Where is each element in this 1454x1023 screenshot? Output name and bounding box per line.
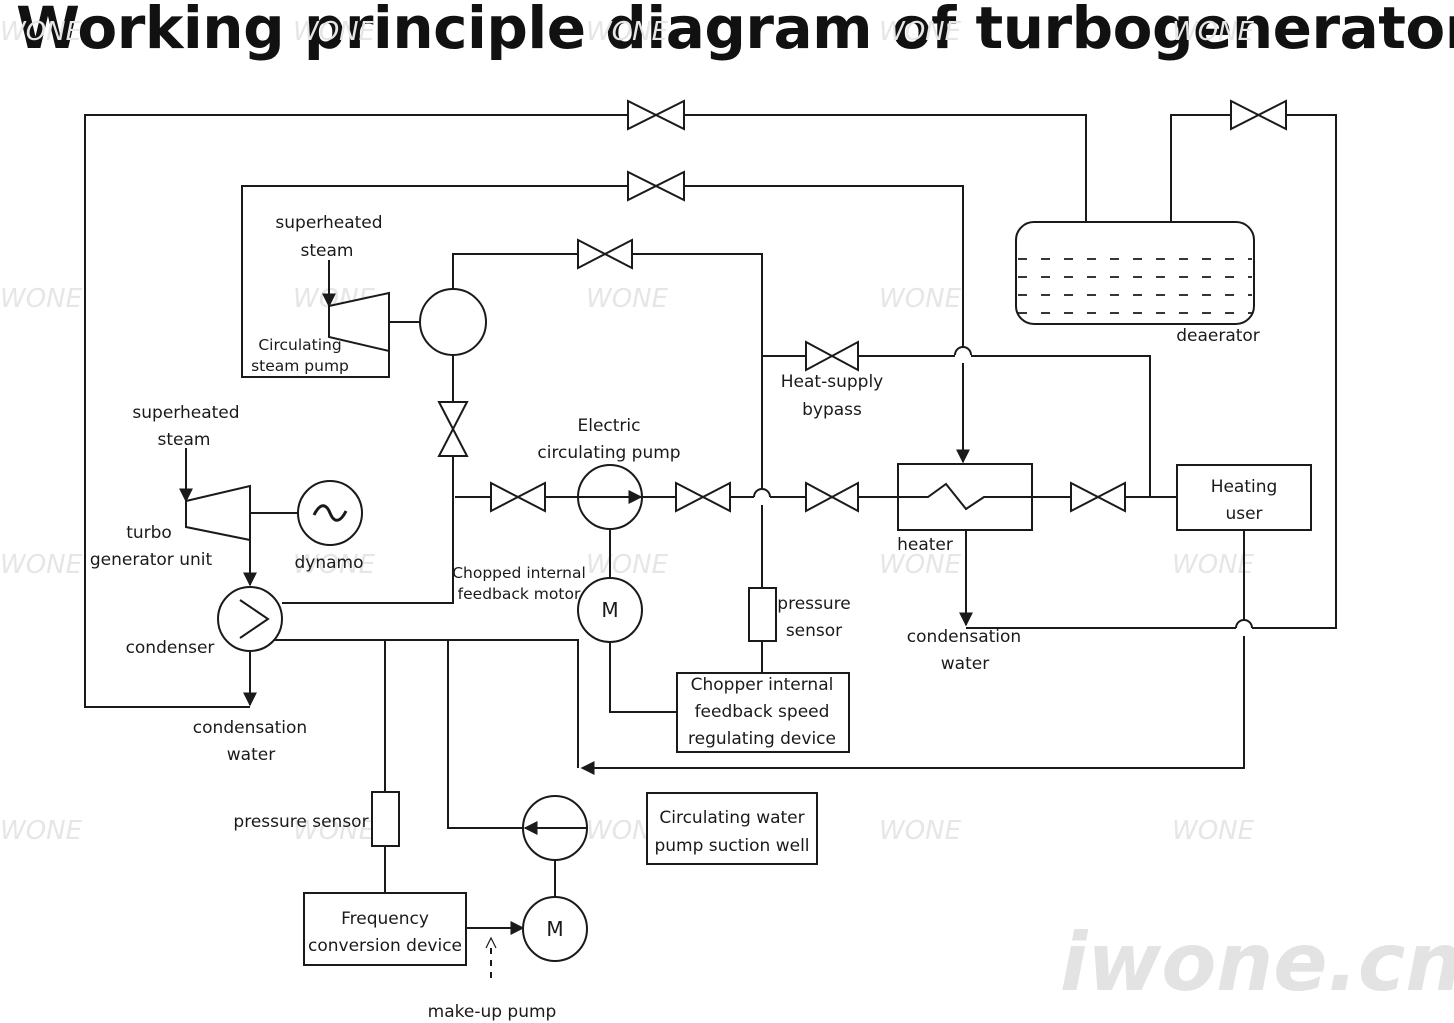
label-superheated-steam-1: superheated (275, 213, 382, 233)
watermark: WONE (0, 550, 83, 580)
watermark: WONE (0, 284, 83, 314)
label-chopped-motor: feedback motor (458, 585, 581, 603)
label-frequency-device: conversion device (308, 936, 462, 956)
motor-label-1: M (601, 598, 618, 622)
watermark: WONE (0, 17, 83, 47)
valve-main-3 (805, 481, 859, 513)
suction-well-box (646, 792, 818, 865)
label-pressure-sensor-2: pressure sensor (233, 812, 368, 832)
condenser-circle (217, 586, 283, 652)
label-dynamo: dynamo (294, 553, 363, 573)
deaerator-tank (1015, 221, 1255, 325)
watermark: WONE (586, 550, 669, 580)
valve-deaerator (1230, 99, 1287, 131)
label-chopped-motor: Chopped internal (452, 564, 586, 582)
pressure-sensor-lower (371, 791, 400, 847)
heater-coil-icon (898, 482, 1032, 511)
label-electric-pump: Electric (578, 416, 641, 436)
motor-circle-2 (522, 896, 588, 962)
watermark: WONE (1172, 17, 1255, 47)
condenser-coil-icon (239, 599, 270, 639)
label-condensation-water-1: condensation (193, 718, 307, 738)
label-deaerator: deaerator (1176, 326, 1260, 346)
watermark: WONE (879, 17, 962, 47)
watermark: WONE (586, 284, 669, 314)
pressure-sensor-upper (748, 587, 777, 642)
label-condensation-water-2: condensation (907, 627, 1021, 647)
deaerator-water-lines (1018, 258, 1252, 314)
watermark: WONE (879, 550, 962, 580)
watermark: WONE (879, 284, 962, 314)
valve-heat-supply-bypass (805, 340, 859, 372)
label-turbo-generator: turbo (126, 523, 172, 543)
watermark-group: WONE WONE WONE WONE WONE WONE WONE WONE … (0, 17, 1454, 1009)
circulating-steam-pump (328, 291, 390, 353)
label-superheated-steam-2: superheated (132, 403, 239, 423)
turbo-generator-unit (185, 484, 251, 542)
valve-top-1 (627, 99, 685, 131)
watermark: WONE (586, 17, 669, 47)
heating-user-box (1176, 464, 1312, 531)
label-circulating-steam-pump: Circulating (258, 336, 341, 354)
label-superheated-steam-1: steam (301, 241, 354, 261)
motor-circle-1 (577, 577, 643, 643)
label-condensation-water-1: water (227, 745, 275, 765)
label-chopper: regulating device (688, 729, 836, 749)
dynamo-tilde-icon (312, 504, 348, 522)
steam-circulator-circle (419, 288, 487, 356)
label-frequency-device: Frequency (341, 909, 429, 929)
watermark: WONE (293, 550, 376, 580)
valve-top-2 (627, 170, 685, 202)
valve-steam-return (577, 238, 633, 270)
label-circulating-steam-pump: steam pump (251, 357, 349, 375)
watermark: WONE (1172, 816, 1255, 846)
pipes (84, 114, 1337, 980)
motor-label-2: M (546, 917, 563, 941)
label-makeup-pump: make-up pump (428, 1002, 557, 1022)
brand-watermark: iwone.cn (1060, 916, 1454, 1009)
label-turbo-generator: generator unit (90, 550, 213, 570)
label-chopper: feedback speed (695, 702, 830, 722)
watermark: WONE (1172, 550, 1255, 580)
watermark: WONE (0, 816, 83, 846)
labels: superheated steam Circulating steam pump… (90, 213, 1277, 1022)
watermark: WONE (293, 17, 376, 47)
frequency-device-box (303, 892, 467, 966)
watermark: WONE (293, 816, 376, 846)
label-suction-well: Circulating water (659, 808, 804, 828)
label-heat-supply-bypass: Heat-supply (781, 372, 883, 392)
valve-vertical (437, 401, 469, 457)
label-superheated-steam-2: steam (158, 430, 211, 450)
chopper-device-box (676, 672, 850, 753)
label-suction-well: pump suction well (654, 836, 809, 856)
valve-main-1 (490, 481, 546, 513)
label-heating-user: user (1225, 504, 1262, 524)
label-heat-supply-bypass: bypass (802, 400, 862, 420)
label-heater: heater (897, 535, 953, 555)
diagram-title: Working principle diagram of turbogenera… (16, 0, 1454, 62)
valve-main-4 (1070, 481, 1126, 513)
label-chopper: Chopper internal (691, 675, 834, 695)
valves (437, 99, 1287, 513)
label-heating-user: Heating (1211, 477, 1278, 497)
watermark: WONE (879, 816, 962, 846)
valve-main-2 (675, 481, 731, 513)
label-pressure-sensor-1: sensor (786, 621, 842, 641)
label-condenser: condenser (126, 638, 215, 658)
label-electric-pump: circulating pump (537, 443, 680, 463)
label-condensation-water-2: water (941, 654, 989, 674)
label-pressure-sensor-1: pressure (777, 594, 850, 614)
